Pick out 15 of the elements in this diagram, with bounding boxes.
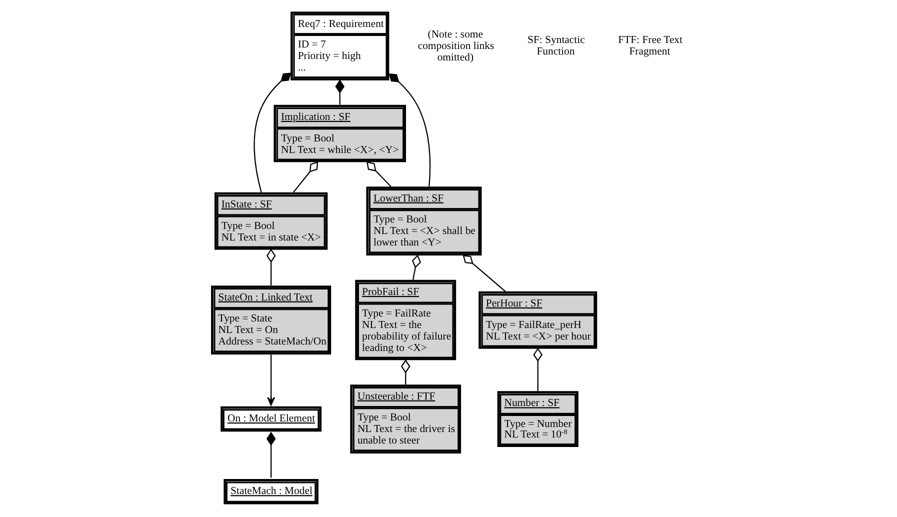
label: SF: Syntactic Function: [527, 34, 584, 58]
connector: [532, 348, 542, 392]
connector: [462, 254, 506, 292]
connector: [292, 161, 318, 193]
connector: [411, 254, 421, 280]
connector: [266, 248, 276, 286]
connector: [334, 79, 344, 105]
label: (Note : some composition links omitted): [417, 28, 494, 64]
connector: [266, 432, 276, 478]
arrow: [266, 354, 275, 406]
connector: [253, 72, 291, 193]
label: FTF: Free Text Fragment: [618, 34, 682, 58]
connector: [366, 161, 391, 187]
connector: [388, 73, 430, 186]
connector: [400, 359, 410, 385]
